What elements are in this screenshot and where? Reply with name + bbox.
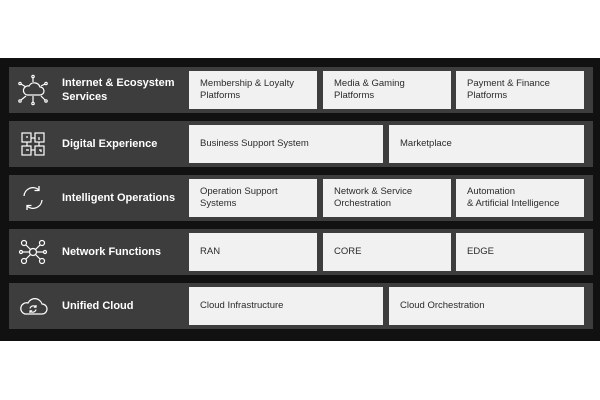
- architecture-stack: Internet & Ecosystem Services Membership…: [0, 58, 600, 341]
- item-payment-finance[interactable]: Payment & Finance Platforms: [456, 71, 584, 109]
- layer-title: Unified Cloud: [62, 300, 134, 312]
- layer-network-functions: Network Functions RAN CORE EDGE: [9, 229, 593, 275]
- layer-internet-ecosystem: Internet & Ecosystem Services Membership…: [9, 67, 593, 113]
- cloud-sync-icon: [17, 290, 49, 322]
- layer-title: Intelligent Operations: [62, 192, 176, 204]
- item-operation-support-systems[interactable]: Operation Support Systems: [189, 179, 317, 217]
- layer-digital-experience: Digital Experience Business Support Syst…: [9, 121, 593, 167]
- item-membership-loyalty[interactable]: Membership & Loyalty Platforms: [189, 71, 317, 109]
- network-cloud-icon: [17, 74, 49, 106]
- layer-title: Internet & Ecosystem Services: [62, 77, 175, 103]
- layer-title: Network Functions: [62, 246, 162, 258]
- item-cloud-orchestration[interactable]: Cloud Orchestration: [389, 287, 584, 325]
- item-business-support-system[interactable]: Business Support System: [189, 125, 383, 163]
- circuit-icon: [17, 128, 49, 160]
- cycle-arrows-icon: [17, 182, 49, 214]
- item-ran[interactable]: RAN: [189, 233, 317, 271]
- layer-unified-cloud: Unified Cloud Cloud Infrastructure Cloud…: [9, 283, 593, 329]
- item-core[interactable]: CORE: [323, 233, 451, 271]
- item-marketplace[interactable]: Marketplace: [389, 125, 584, 163]
- item-cloud-infrastructure[interactable]: Cloud Infrastructure: [189, 287, 383, 325]
- layer-title: Digital Experience: [62, 138, 158, 150]
- layer-intelligent-operations: Intelligent Operations Operation Support…: [9, 175, 593, 221]
- item-media-gaming[interactable]: Media & Gaming Platforms: [323, 71, 451, 109]
- network-nodes-icon: [17, 236, 49, 268]
- item-automation-ai[interactable]: Automation & Artificial Intelligence: [456, 179, 584, 217]
- item-network-service-orchestration[interactable]: Network & Service Orchestration: [323, 179, 451, 217]
- item-edge[interactable]: EDGE: [456, 233, 584, 271]
